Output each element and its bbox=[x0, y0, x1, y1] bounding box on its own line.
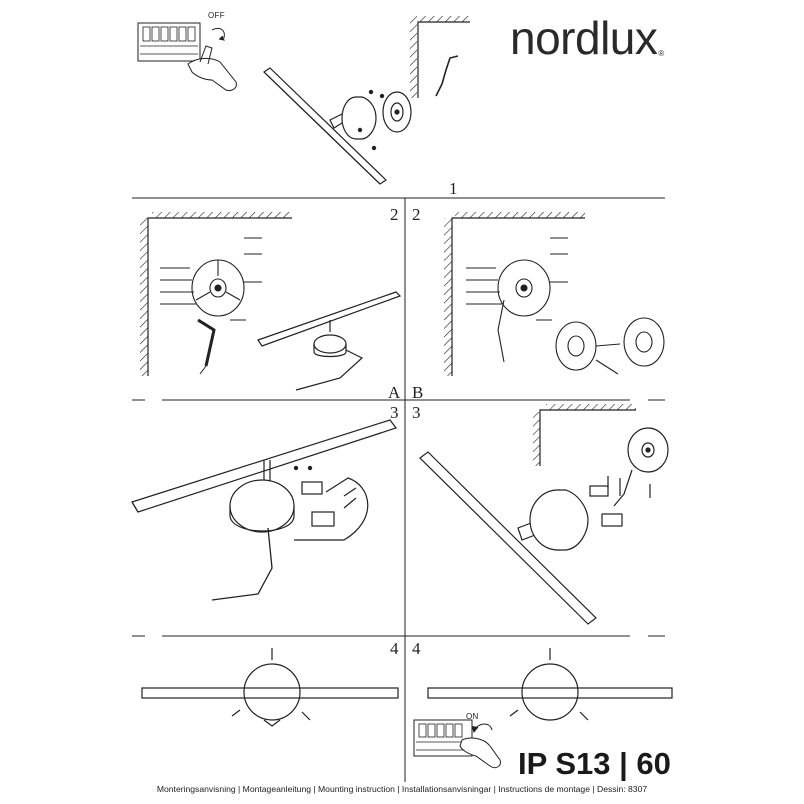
wall-corner-1 bbox=[410, 16, 470, 98]
fuse-box-on-illustration bbox=[413, 719, 501, 769]
lamp-assembly-3b bbox=[419, 404, 669, 625]
switch-on-label: ON bbox=[466, 712, 479, 721]
brand-logo: nordlux® bbox=[510, 10, 664, 66]
step-3a-label: 3 bbox=[390, 403, 399, 422]
variant-b-label: B bbox=[412, 383, 424, 402]
step-1-label: 1 bbox=[449, 179, 458, 198]
footer-caption: Monteringsanvisning | Montageanleitung |… bbox=[156, 784, 648, 794]
finished-lamp-4a bbox=[141, 648, 399, 727]
model-name: IP S13 bbox=[518, 746, 611, 781]
model-separator: | bbox=[610, 746, 637, 781]
step-2b-label: 2 bbox=[412, 205, 421, 224]
panel-grid bbox=[132, 197, 665, 782]
lamp-assembly-3a bbox=[131, 419, 397, 601]
wall-corner-2a bbox=[140, 212, 292, 376]
lamp-exploded-view bbox=[263, 67, 412, 185]
fuse-box-off-illustration bbox=[137, 22, 237, 91]
registered-mark: ® bbox=[658, 49, 664, 58]
step-2a-label: 2 bbox=[390, 205, 399, 224]
step-3b-label: 3 bbox=[412, 403, 421, 422]
finished-lamp-4b bbox=[427, 648, 673, 721]
mounting-plate-2a bbox=[160, 237, 262, 375]
brand-name: nordlux bbox=[510, 12, 658, 64]
step-4b-label: 4 bbox=[412, 639, 421, 658]
model-title: IP S13 | 60 bbox=[518, 746, 671, 782]
lamp-bar-2a bbox=[257, 291, 402, 391]
wall-corner-2b bbox=[444, 212, 585, 376]
variant-a-label: A bbox=[388, 383, 401, 402]
model-size: 60 bbox=[636, 746, 671, 781]
step-4a-label: 4 bbox=[390, 639, 399, 658]
mounting-plate-2b bbox=[466, 237, 665, 375]
switch-off-label: OFF bbox=[208, 11, 225, 20]
